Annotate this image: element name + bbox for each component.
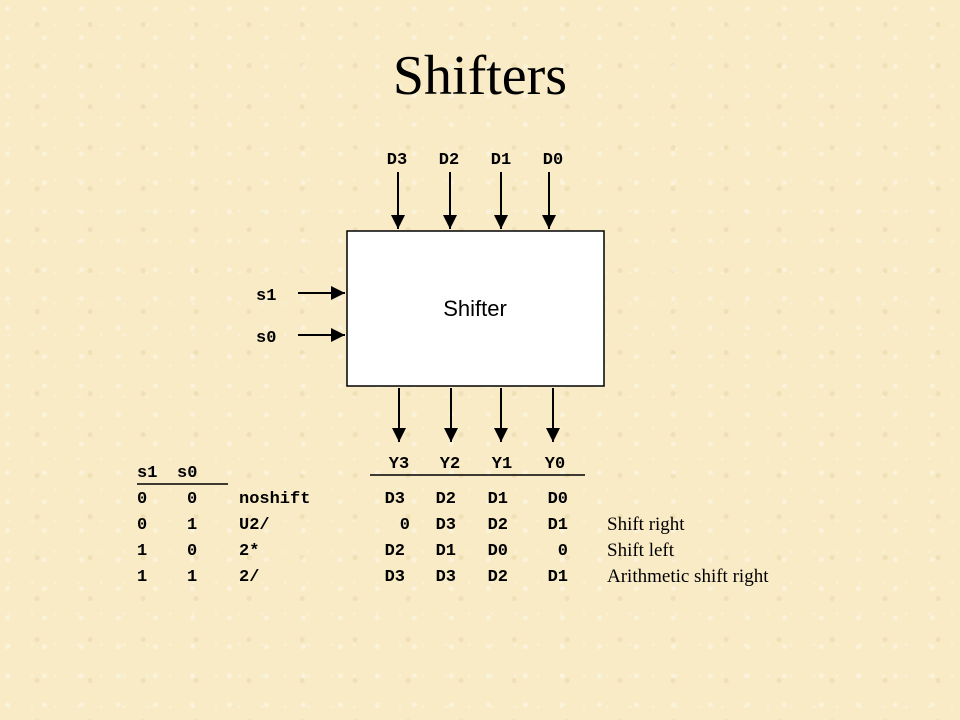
row-y3: D3 xyxy=(385,568,405,587)
input-label-d0: D0 xyxy=(543,151,563,170)
row-note: Shift left xyxy=(607,540,675,561)
row-y3: D3 xyxy=(385,490,405,509)
row-s0: 0 xyxy=(187,542,197,561)
row-y1: D0 xyxy=(488,542,508,561)
row-y3: D2 xyxy=(385,542,405,561)
row-y2: D2 xyxy=(436,490,456,509)
row-s1: 1 xyxy=(137,568,147,587)
row-y1: D2 xyxy=(488,568,508,587)
table-row: 0 1 U2/ 0 D3 D2 D1 Shift right xyxy=(137,514,685,535)
row-note: Arithmetic shift right xyxy=(607,566,769,587)
row-s0: 1 xyxy=(187,516,197,535)
shifter-block xyxy=(346,230,605,387)
row-s0: 0 xyxy=(187,490,197,509)
row-y2: D3 xyxy=(436,568,456,587)
row-y2: D1 xyxy=(436,542,456,561)
control-label-s1: s1 xyxy=(256,287,276,306)
table-row: 0 0 noshift D3 D2 D1 D0 xyxy=(137,490,568,509)
row-y0: D0 xyxy=(548,490,568,509)
input-label-d3: D3 xyxy=(387,151,407,170)
table-row: 1 1 2/ D3 D3 D2 D1 Arithmetic shift righ… xyxy=(137,566,769,587)
row-y2: D3 xyxy=(436,516,456,535)
output-label-y0: Y0 xyxy=(545,455,565,474)
output-label-y1: Y1 xyxy=(492,455,512,474)
row-y3: 0 xyxy=(400,516,410,535)
table-header-s1: s1 xyxy=(137,464,157,483)
page-title: Shifters xyxy=(392,45,568,107)
input-label-d1: D1 xyxy=(491,151,511,170)
row-y0: 0 xyxy=(558,542,568,561)
row-y1: D1 xyxy=(488,490,508,509)
row-y1: D2 xyxy=(488,516,508,535)
row-op: U2/ xyxy=(239,516,270,535)
row-s0: 1 xyxy=(187,568,197,587)
row-note: Shift right xyxy=(607,514,685,535)
table-row: 1 0 2* D2 D1 D0 0 Shift left xyxy=(137,540,675,561)
table-header-s0: s0 xyxy=(177,464,197,483)
control-label-s0: s0 xyxy=(256,329,276,348)
row-op: 2* xyxy=(239,542,259,561)
input-label-d2: D2 xyxy=(439,151,459,170)
row-s1: 0 xyxy=(137,490,147,509)
shifter-block-label: Shifter xyxy=(443,296,507,321)
row-op: noshift xyxy=(239,490,310,509)
output-label-y2: Y2 xyxy=(440,455,460,474)
row-y0: D1 xyxy=(548,516,568,535)
row-s1: 0 xyxy=(137,516,147,535)
row-y0: D1 xyxy=(548,568,568,587)
row-op: 2/ xyxy=(239,568,259,587)
row-s1: 1 xyxy=(137,542,147,561)
output-label-y3: Y3 xyxy=(389,455,409,474)
